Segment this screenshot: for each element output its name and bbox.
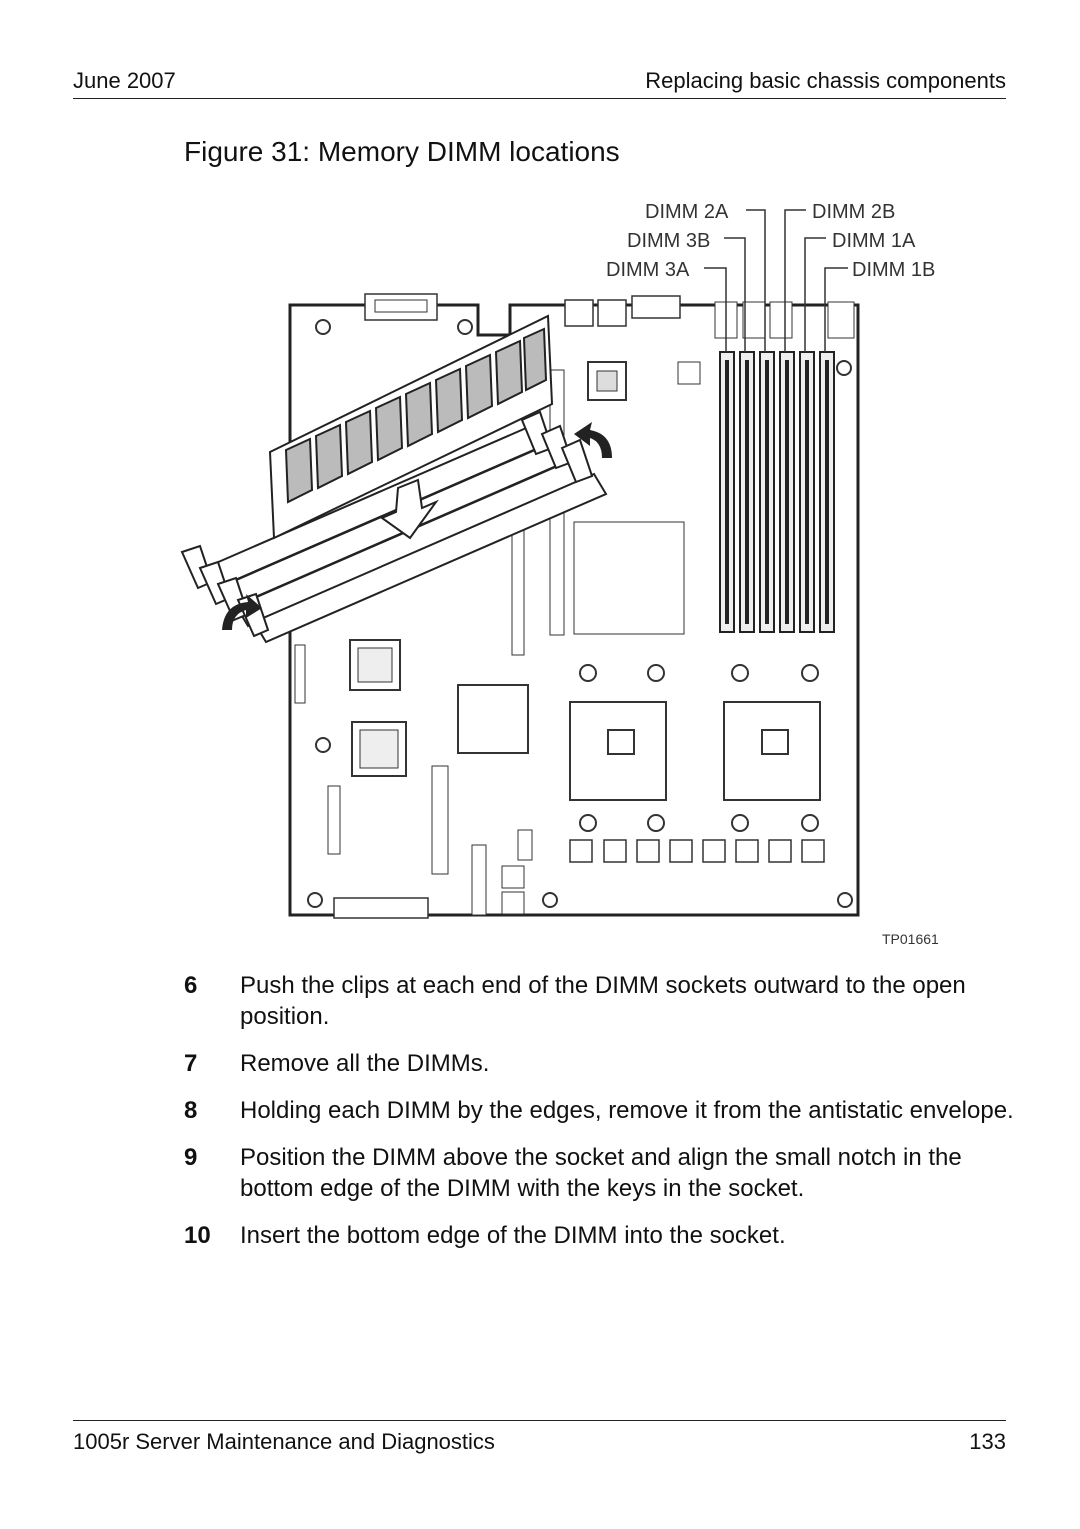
step-item: 10 Insert the bottom edge of the DIMM in… (184, 1220, 1014, 1251)
dimm-module (268, 314, 554, 540)
label-dimm-1b: DIMM 1B (852, 259, 935, 281)
label-dimm-1a: DIMM 1A (832, 230, 916, 252)
page-header: June 2007 Replacing basic chassis compon… (73, 66, 1006, 99)
insert-arrow-icon (379, 478, 439, 540)
step-text: Remove all the DIMMs. (240, 1050, 490, 1077)
socket-rails-perspective (198, 420, 608, 644)
figure-title: Figure 31: Memory DIMM locations (184, 136, 620, 167)
step-text: Insert the bottom edge of the DIMM into … (240, 1222, 786, 1249)
footer-doc-title: 1005r Server Maintenance and Diagnostics (73, 1429, 495, 1454)
page-number: 133 (969, 1429, 1006, 1454)
label-dimm-3b: DIMM 3B (627, 230, 710, 252)
step-item: 8 Holding each DIMM by the edges, remove… (184, 1095, 1014, 1126)
step-number: 10 (184, 1222, 211, 1249)
step-text: Position the DIMM above the socket and a… (240, 1144, 962, 1202)
dimm-socket-group (719, 351, 835, 633)
figure-id: TP01661 (882, 931, 939, 947)
step-list: 6 Push the clips at each end of the DIMM… (184, 970, 1014, 1267)
step-number: 6 (184, 972, 198, 999)
clip-arrow-right-icon (574, 422, 612, 458)
label-dimm-2a: DIMM 2A (645, 201, 729, 223)
step-number: 8 (184, 1097, 198, 1124)
memory-dimm-diagram: DIMM 2A DIMM 3B DIMM 3A DIMM 2B DIMM 1A … (180, 201, 935, 919)
page-footer: 1005r Server Maintenance and Diagnostics… (73, 1420, 1006, 1461)
step-text: Holding each DIMM by the edges, remove i… (240, 1097, 1014, 1124)
header-date: June 2007 (73, 68, 176, 93)
step-item: 9 Position the DIMM above the socket and… (184, 1142, 1014, 1204)
label-dimm-3a: DIMM 3A (606, 259, 690, 281)
label-dimm-2b: DIMM 2B (812, 201, 895, 223)
step-number: 7 (184, 1050, 198, 1077)
step-item: 7 Remove all the DIMMs. (184, 1048, 1014, 1079)
step-number: 9 (184, 1144, 198, 1171)
step-item: 6 Push the clips at each end of the DIMM… (184, 970, 1014, 1032)
step-text: Push the clips at each end of the DIMM s… (240, 972, 966, 1030)
header-section: Replacing basic chassis components (645, 68, 1006, 93)
clip-arrow-left-icon (222, 594, 262, 630)
